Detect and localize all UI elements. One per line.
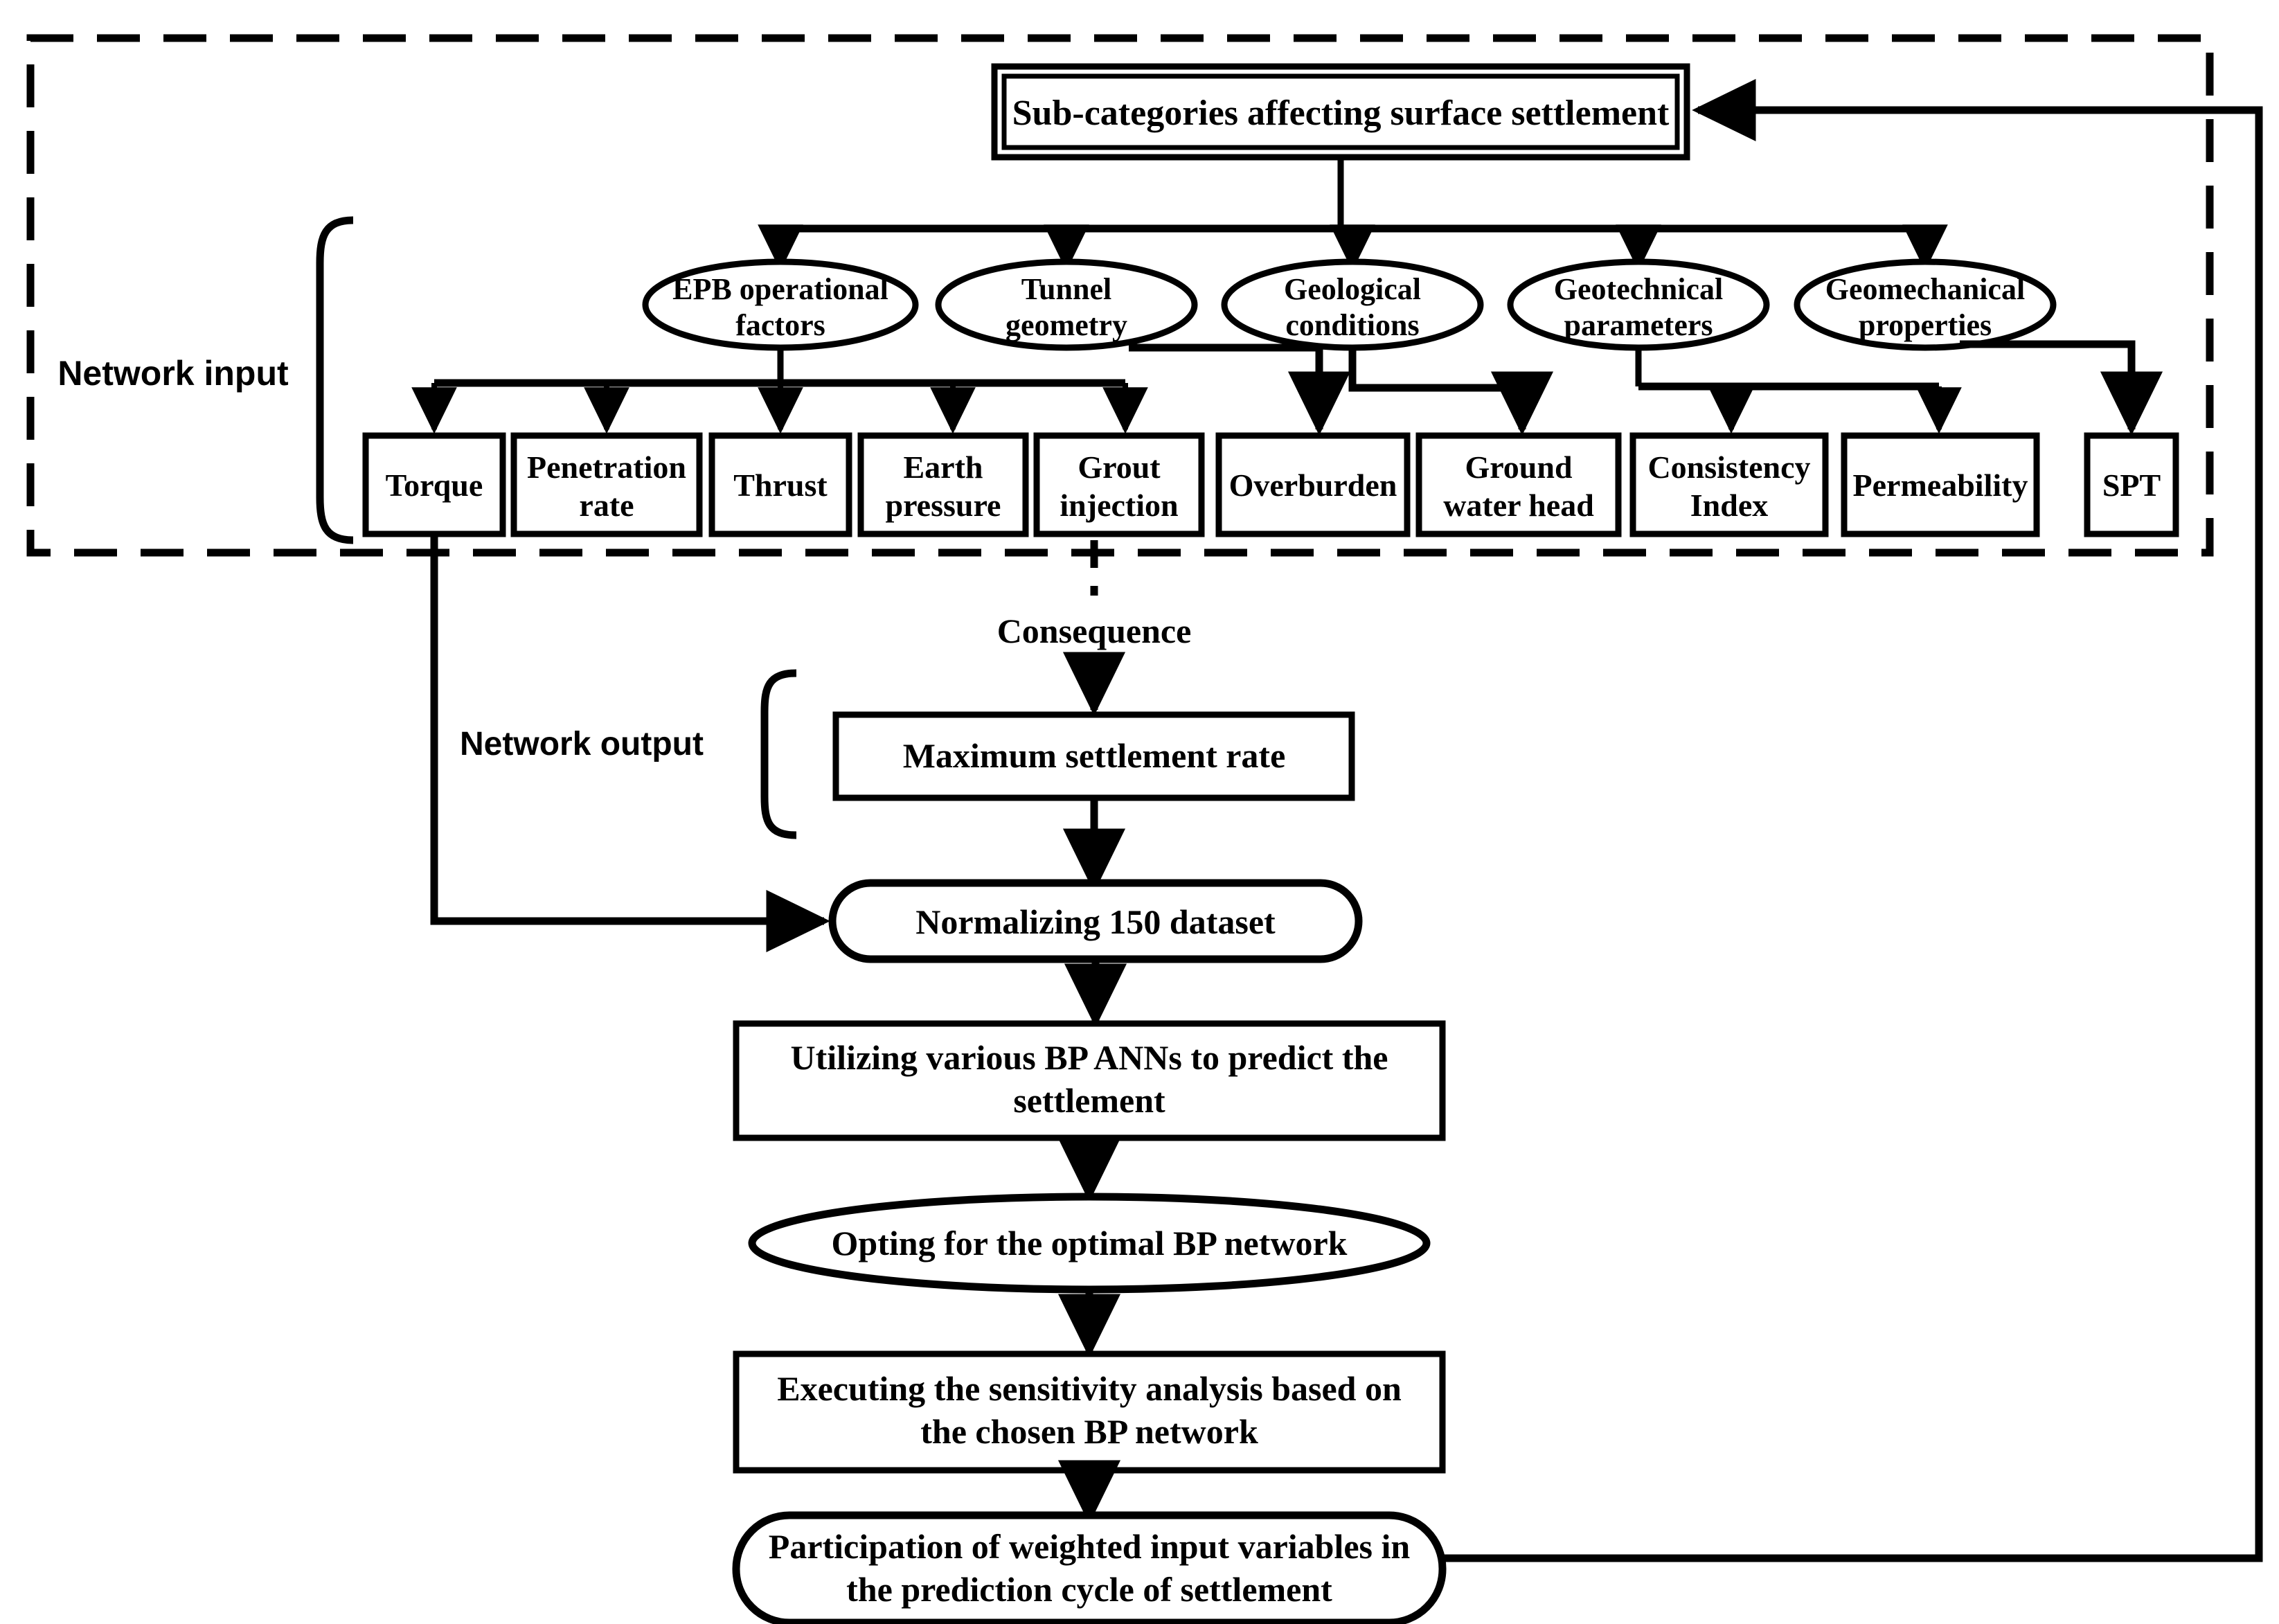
torque-to-normalizing-connector [430,534,830,953]
network-input-label: Network input [57,354,289,393]
title-box-label: Sub-categories affecting surface settlem… [1012,93,1670,133]
input-box-earth-pressure[interactable] [857,432,1029,537]
process-label-participation-line2: the prediction cycle of settlement [846,1570,1332,1609]
input-label-ground-water-head-line1: Ground [1465,449,1573,485]
category-ellipse-geomechanical[interactable] [1794,258,2057,351]
network-input-boundary [26,34,2214,557]
input-box-thrust[interactable] [708,432,852,537]
input-label-grout-injection-line1: Grout [1078,449,1161,485]
network-output-brace [760,669,797,839]
tunnel-to-overburden-connector [1129,343,1351,436]
input-box-overburden[interactable] [1215,432,1411,537]
input-label-ground-water-head-line2: water head [1443,488,1594,523]
input-box-ground-water-head[interactable] [1415,432,1622,537]
process-label-maximum-settlement-rate: Maximum settlement rate [903,736,1286,775]
input-box-spt[interactable] [2084,432,2179,537]
input-label-earth-pressure-line2: pressure [886,488,1001,523]
input-box-consistency-index[interactable] [1629,432,1829,537]
process-box-participation-weighted-inputs[interactable] [732,1511,1447,1624]
input-label-consistency-index-line1: Consistency [1647,449,1810,485]
network-output-label: Network output [460,726,704,762]
process-box-sensitivity-analysis[interactable] [733,1350,1446,1474]
input-box-torque[interactable] [362,432,506,537]
category-label-geotechnical-line2: parameters [1564,308,1713,342]
title-box-inner [1001,73,1680,150]
category-label-geomechanical-line2: properties [1859,308,1992,342]
category-label-geological-line1: Geological [1284,272,1421,306]
input-label-spt: SPT [2102,467,2161,503]
input-box-penetration-rate[interactable] [510,432,703,537]
input-label-torque: Torque [386,467,483,503]
input-label-overburden: Overburden [1229,467,1397,503]
process-label-participation-line1: Participation of weighted input variable… [769,1527,1411,1566]
process-label-opting-optimal-bp: Opting for the optimal BP network [832,1224,1348,1262]
input-box-permeability[interactable] [1841,432,2040,537]
network-input-brace [316,216,354,544]
input-box-grout-injection[interactable] [1033,432,1205,537]
process-box-maximum-settlement-rate[interactable] [832,711,1355,801]
input-label-permeability: Permeability [1853,467,2028,503]
input-label-thrust: Thrust [733,467,828,503]
consequence-label: Consequence [997,612,1192,650]
process-label-normalizing-dataset: Normalizing 150 dataset [915,902,1276,941]
feedback-loop-connector [1442,78,2263,1562]
input-label-earth-pressure-line1: Earth [904,449,983,485]
input-label-consistency-index-line2: Index [1690,488,1768,523]
geomechanical-to-spt-connector [1960,340,2163,436]
category-label-geological-line2: conditions [1285,308,1419,342]
category-label-epb-line1: EPB operational [672,272,888,306]
process-label-utilizing-bp-anns-line1: Utilizing various BP ANNs to predict the [791,1038,1388,1077]
category-label-tunnel-line2: geometry [1006,308,1127,342]
input-label-penetration-rate-line2: rate [579,488,634,523]
category-label-geotechnical-line1: Geotechnical [1554,272,1723,306]
category-label-geomechanical-line1: Geomechanical [1825,272,2025,306]
process-label-utilizing-bp-anns-line2: settlement [1013,1081,1165,1120]
category-label-tunnel-line1: Tunnel [1021,272,1111,306]
category-label-epb-line2: factors [735,308,825,342]
process-label-sensitivity-analysis-line2: the chosen BP network [920,1412,1258,1451]
input-label-penetration-rate-line1: Penetration [527,449,686,485]
input-label-grout-injection-line2: injection [1060,488,1178,523]
geological-to-groundwater-connector [1348,348,1554,436]
category-ellipse-tunnel[interactable] [935,258,1198,351]
process-label-sensitivity-analysis-line1: Executing the sensitivity analysis based… [777,1369,1402,1408]
